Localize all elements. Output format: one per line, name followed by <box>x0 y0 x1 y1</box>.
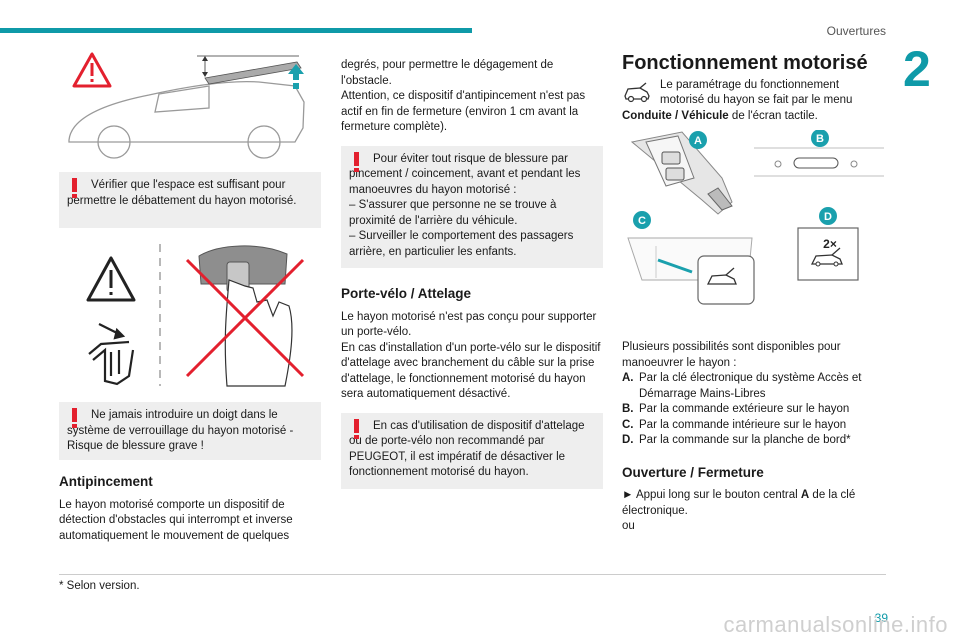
warning-text: Vérifier que l'espace est suffisant pour… <box>67 179 297 207</box>
warning-text: Pour éviter tout risque de blessure par … <box>349 152 581 196</box>
intro-text: Le paramétrage du fonctionnement motoris… <box>660 78 853 107</box>
tailgate-controls-illustration: A B C D <box>622 129 886 326</box>
antipincement-heading: Antipincement <box>59 474 153 489</box>
list-item: B.Par la commande extérieure sur le hayo… <box>622 403 850 415</box>
header-accent-bar <box>0 28 472 33</box>
list-item: A.Par la clé électronique du système Acc… <box>622 372 862 400</box>
exterior-handle-image: B <box>754 129 884 177</box>
exclamation-icon <box>354 418 359 439</box>
car-trunk-illustration <box>59 50 321 160</box>
list-item: C.Par la commande intérieure sur le hayo… <box>622 418 847 431</box>
exclamation-icon <box>72 178 77 198</box>
arrow-up-icon <box>288 64 304 89</box>
attention-paragraph: Attention, ce dispositif d'antipincement… <box>341 90 586 133</box>
electronic-key-image: A <box>630 131 733 215</box>
label-b: B <box>816 133 824 145</box>
warning-item: – S'assurer que personne ne se trouve à … <box>349 199 557 227</box>
column-3: Fonctionnement motorisé Le paramétrage d… <box>622 52 886 535</box>
column-1: Vérifier que l'espace est suffisant pour… <box>59 50 321 544</box>
or-text: ou <box>622 520 635 532</box>
list-item: D.Par la commande sur la planche de bord… <box>622 434 851 446</box>
watermark: carmanualsonline.info <box>723 612 948 637</box>
latch-hand-photo <box>175 242 321 392</box>
warning-text: En cas d'utilisation de dispositif d'att… <box>349 419 585 479</box>
page-number: 39 <box>874 611 888 625</box>
car-outline-icon <box>68 80 305 159</box>
antipincement-continued: degrés, pour permettre le dégagement de … <box>341 59 554 87</box>
opening-closing-heading: Ouverture / Fermeture <box>622 464 764 480</box>
warning-triangle-icon <box>72 52 112 88</box>
warning-text: Ne jamais introduire un doigt dans le sy… <box>67 409 294 452</box>
dashboard-button-image: D 2× <box>797 207 859 281</box>
warning-item: – Surveiller le comportement des passage… <box>349 230 574 258</box>
warning-triangle-icon <box>86 256 136 302</box>
hand-pinch-icon <box>88 323 135 386</box>
column-2: degrés, pour permettre le dégagement de … <box>341 58 603 489</box>
chapter-number: 2 <box>903 41 931 97</box>
antipincement-paragraph: Le hayon motorisé comporte un dispositif… <box>59 498 293 542</box>
finger-warning-illustration <box>59 236 321 396</box>
section-title: Ouvertures <box>826 24 886 38</box>
possibilities-intro: Plusieurs possibilités sont disponibles … <box>622 341 841 369</box>
porte-velo-paragraph-2: En cas d'installation d'un porte-vélo su… <box>341 341 601 401</box>
warning-box-pinch: Pour éviter tout risque de blessure par … <box>341 145 603 268</box>
opening-instruction: ► Appui long sur le bouton central A de … <box>622 489 856 517</box>
warning-box-towbar: En cas d'utilisation de dispositif d'att… <box>341 412 603 489</box>
porte-velo-heading: Porte-vélo / Attelage <box>341 286 472 301</box>
exclamation-icon <box>354 151 359 172</box>
exclamation-icon <box>72 408 77 428</box>
footer-divider <box>59 574 886 575</box>
porte-velo-paragraph-1: Le hayon motorisé n'est pas conçu pour s… <box>341 310 597 339</box>
warning-box-finger: Ne jamais introduire un doigt dans le sy… <box>59 402 321 460</box>
intro-text-2: Conduite / Véhicule de l'écran tactile. <box>622 109 818 122</box>
motorized-operation-heading: Fonctionnement motorisé <box>622 52 868 74</box>
warning-box-clearance: Vérifier que l'espace est suffisant pour… <box>59 172 321 228</box>
footnote: * Selon version. <box>59 580 140 592</box>
interior-button-image: C <box>627 211 755 305</box>
intro-block: Le paramétrage du fonctionnement motoris… <box>622 78 886 125</box>
label-d: D <box>824 211 832 223</box>
car-tailgate-icon <box>624 82 650 102</box>
label-c: C <box>638 215 646 227</box>
label-a: A <box>694 135 702 147</box>
options-list: A.Par la clé électronique du système Acc… <box>622 371 886 449</box>
double-press-label: 2× <box>823 237 837 251</box>
